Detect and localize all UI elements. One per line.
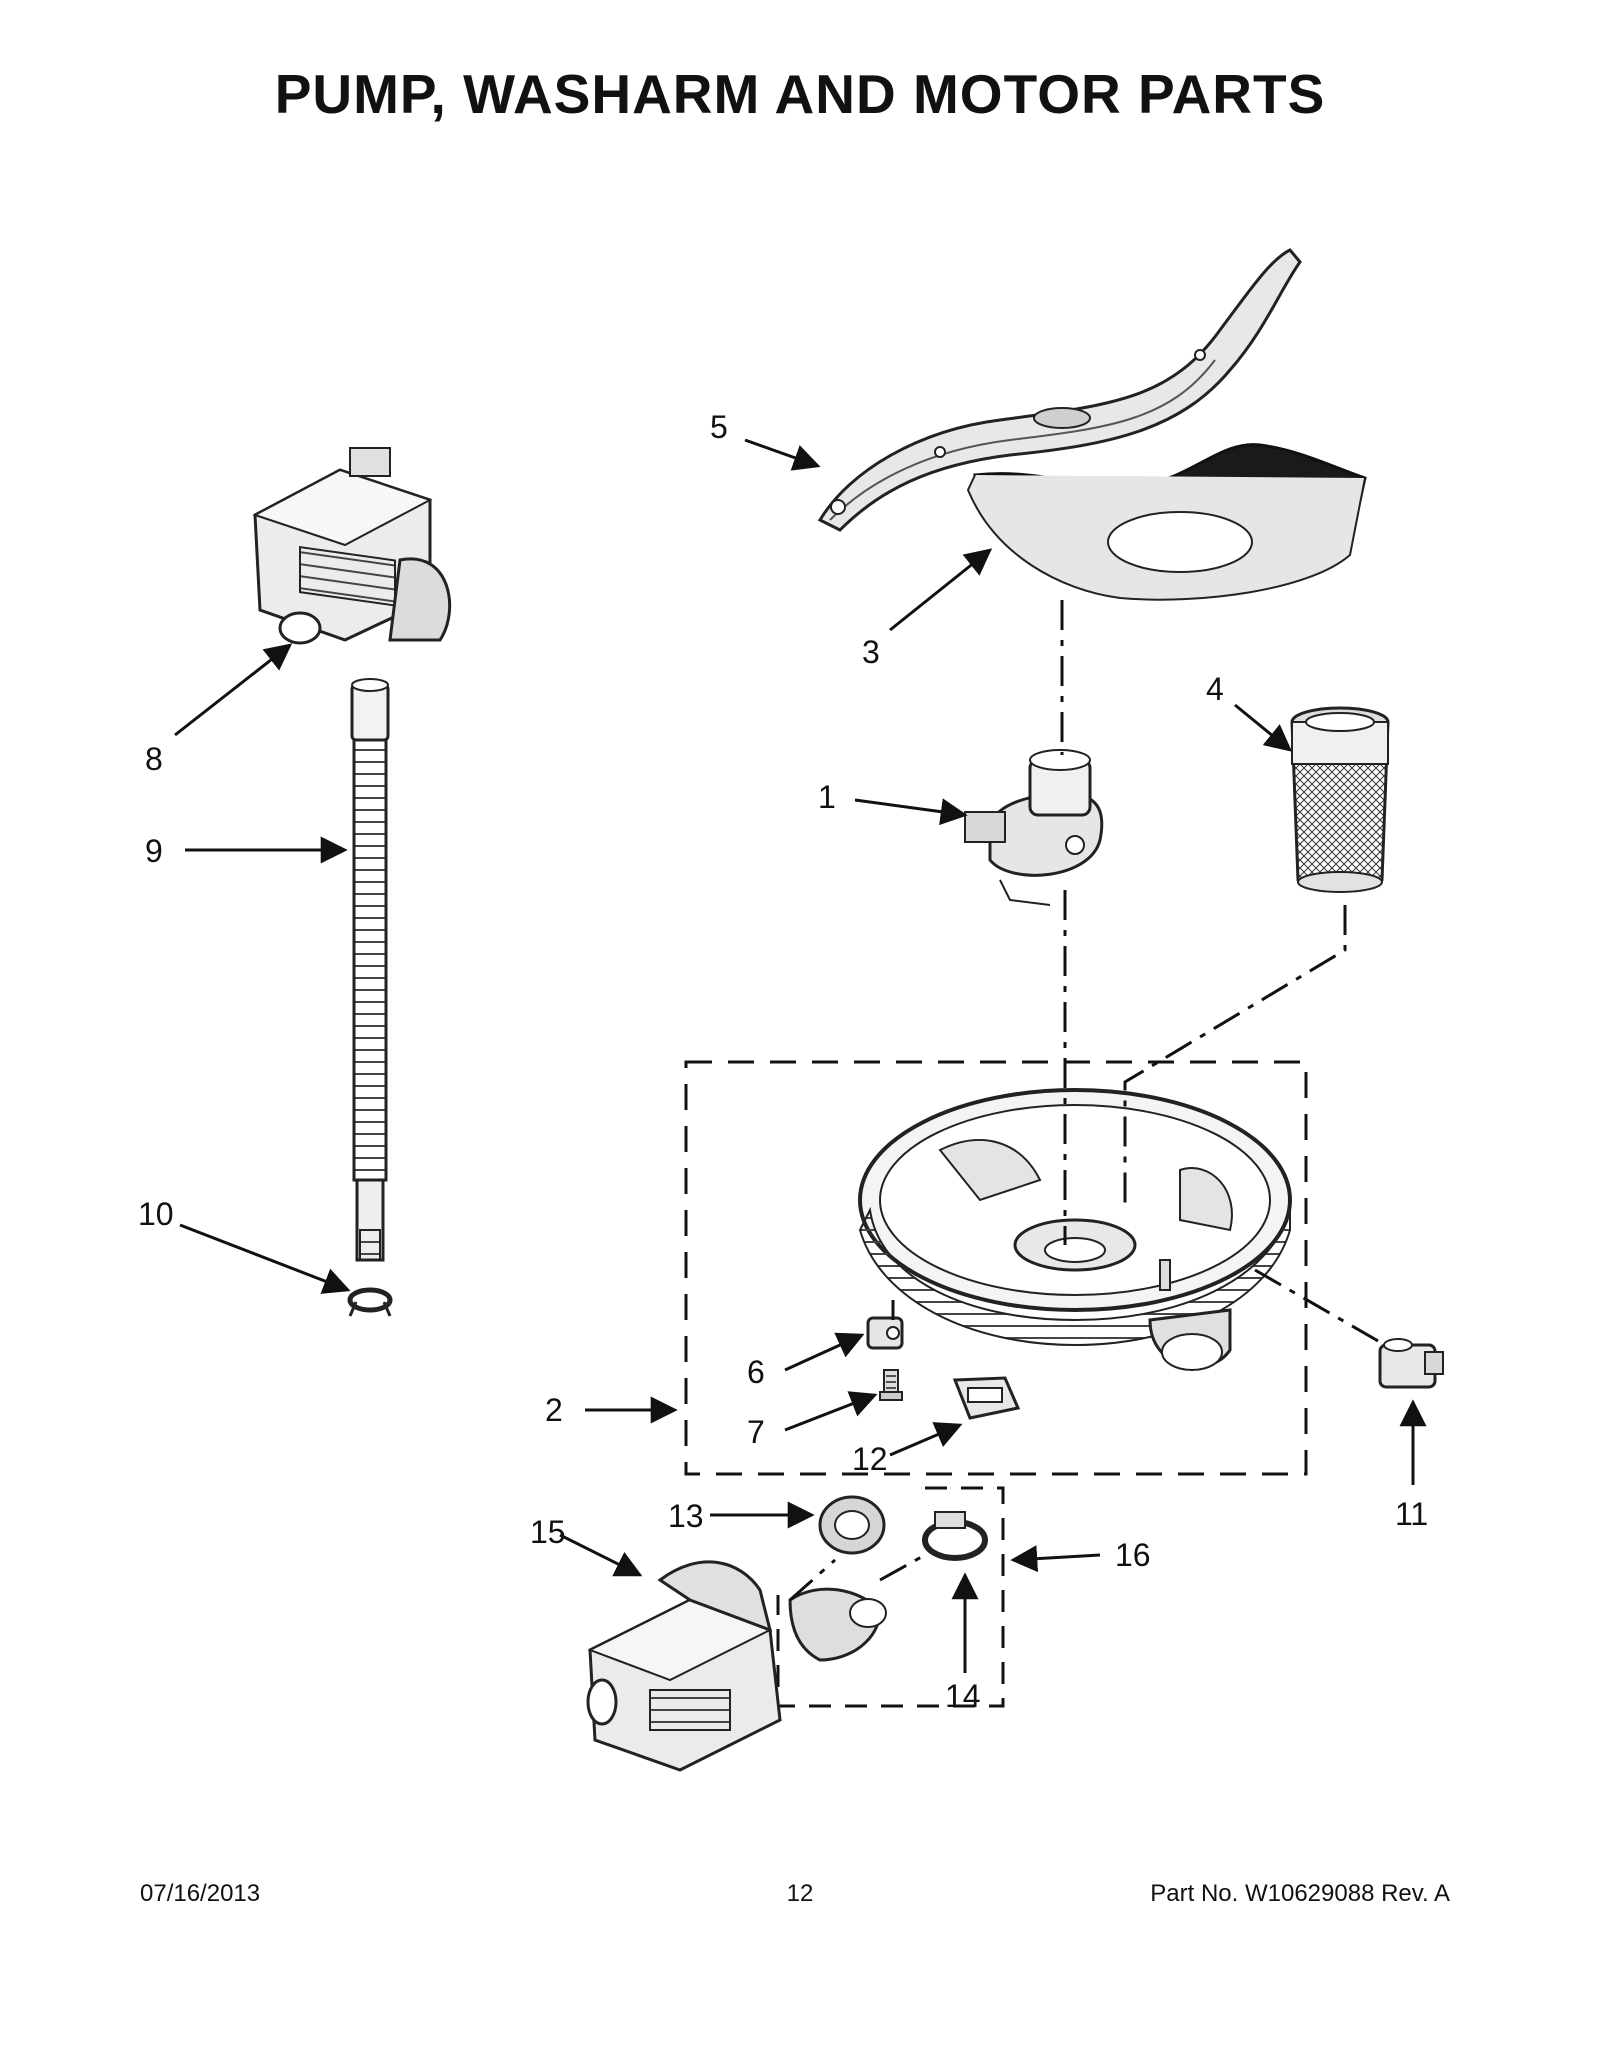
callout-4: 4 xyxy=(1206,671,1224,707)
callout-12: 12 xyxy=(852,1441,888,1477)
callout-10: 10 xyxy=(138,1196,174,1232)
part-11-sensor xyxy=(1378,1338,1444,1389)
part-15-circulation-pump-motor xyxy=(586,1560,887,1772)
callout-2: 2 xyxy=(545,1392,563,1428)
part-1-pump-housing xyxy=(964,749,1104,906)
callout-numbers: 1 2 3 4 5 6 7 8 9 10 11 12 13 14 15 16 xyxy=(138,409,1428,1714)
part-2-assembly-boundary xyxy=(684,1060,1308,1476)
part-16-kit-boundary xyxy=(776,1486,1005,1708)
callout-11: 11 xyxy=(1395,1496,1428,1532)
callout-3: 3 xyxy=(862,634,880,670)
assembly-leader-lines xyxy=(789,600,1386,1602)
part-5-lower-spray-arm xyxy=(817,248,1302,532)
callout-arrows xyxy=(174,438,1427,1673)
footer-part-number: Part No. W10629088 Rev. A xyxy=(1150,1880,1450,1907)
part-14-clamp xyxy=(922,1511,988,1561)
callout-14: 14 xyxy=(945,1678,981,1714)
callout-9: 9 xyxy=(145,833,163,869)
footer-date: 07/16/2013 xyxy=(140,1880,261,1907)
part-9-drain-hose xyxy=(350,678,390,1262)
part-13-seal xyxy=(818,1495,886,1555)
part-8-drain-pump xyxy=(252,447,452,645)
callout-8: 8 xyxy=(145,741,163,777)
callout-1: 1 xyxy=(818,779,836,815)
part-12-grommet xyxy=(952,1376,1021,1420)
part-3-filter-cover xyxy=(966,443,1367,601)
part-4-filter-assembly xyxy=(1290,706,1390,893)
part-6-bracket xyxy=(866,1316,904,1350)
callout-5: 5 xyxy=(710,409,728,445)
part-2-sump-assembly xyxy=(858,1088,1292,1371)
footer-page-number: 12 xyxy=(786,1880,814,1907)
part-7-screw xyxy=(879,1369,903,1401)
callout-13: 13 xyxy=(668,1498,704,1534)
page-title: PUMP, WASHARM AND MOTOR PARTS xyxy=(274,63,1326,125)
callout-16: 16 xyxy=(1115,1537,1151,1573)
callout-15: 15 xyxy=(530,1514,566,1550)
part-10-hose-clamp xyxy=(347,1287,393,1317)
callout-6: 6 xyxy=(747,1354,765,1390)
callout-7: 7 xyxy=(747,1414,765,1450)
